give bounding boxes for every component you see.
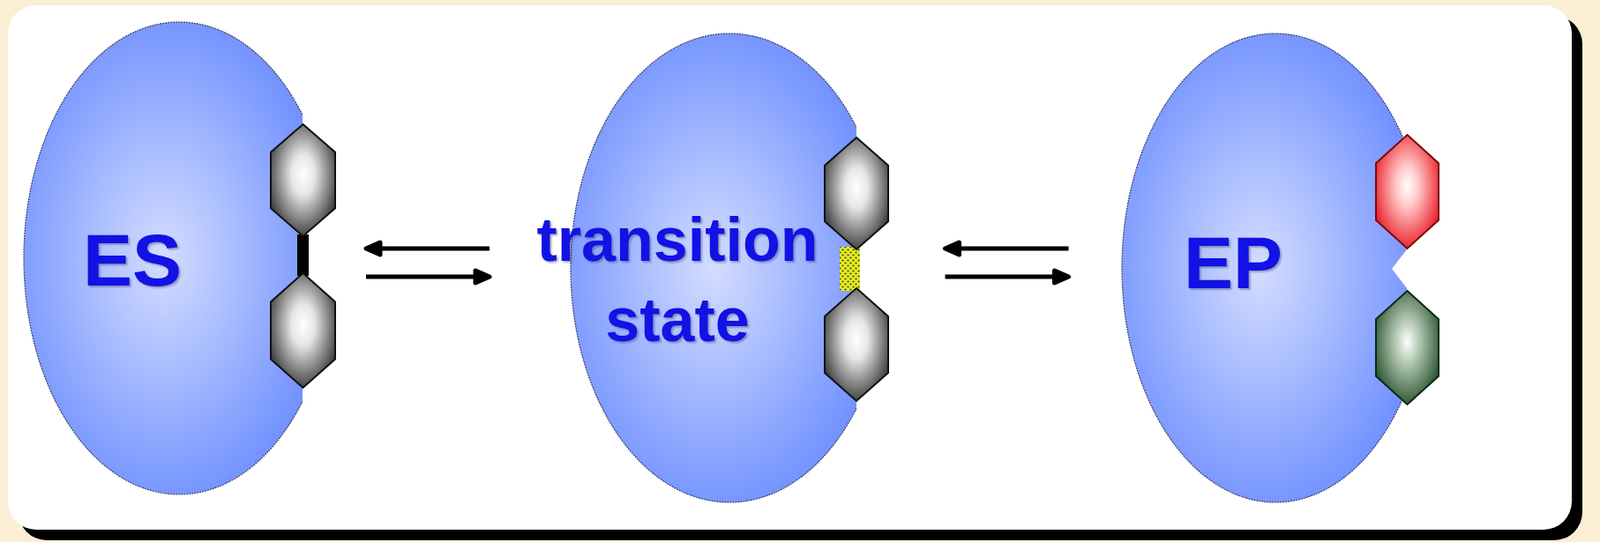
- substrate-hexagon: [824, 137, 889, 250]
- enzyme-state-label: EP: [1136, 222, 1331, 304]
- enzyme-node: transition state: [520, 24, 896, 501]
- substrate-hexagon: [270, 273, 336, 389]
- enzyme-body: [1121, 33, 1429, 503]
- substrate-bond: [839, 246, 860, 292]
- panel: [7, 5, 1572, 531]
- substrate-hexagon: [270, 124, 336, 237]
- equilibrium-arrow: [366, 242, 490, 284]
- enzyme-state-label: ES: [35, 219, 230, 301]
- substrate-hexagon: [1375, 291, 1439, 405]
- substrate-hexagon: [824, 288, 889, 402]
- substrate-bond: [297, 234, 309, 277]
- panel-shadow: [18, 15, 1583, 541]
- enzyme-body: [23, 22, 335, 495]
- enzyme-node: EP: [1118, 24, 1451, 501]
- shape-group: [1121, 33, 1439, 503]
- substrate-hexagon: [1375, 134, 1439, 249]
- equilibrium-arrow: [945, 242, 1070, 284]
- enzyme-shape: [1118, 24, 1451, 501]
- enzyme-state-label: transition state: [527, 200, 828, 361]
- shape-group: [23, 22, 336, 495]
- enzyme-node: ES: [22, 24, 336, 501]
